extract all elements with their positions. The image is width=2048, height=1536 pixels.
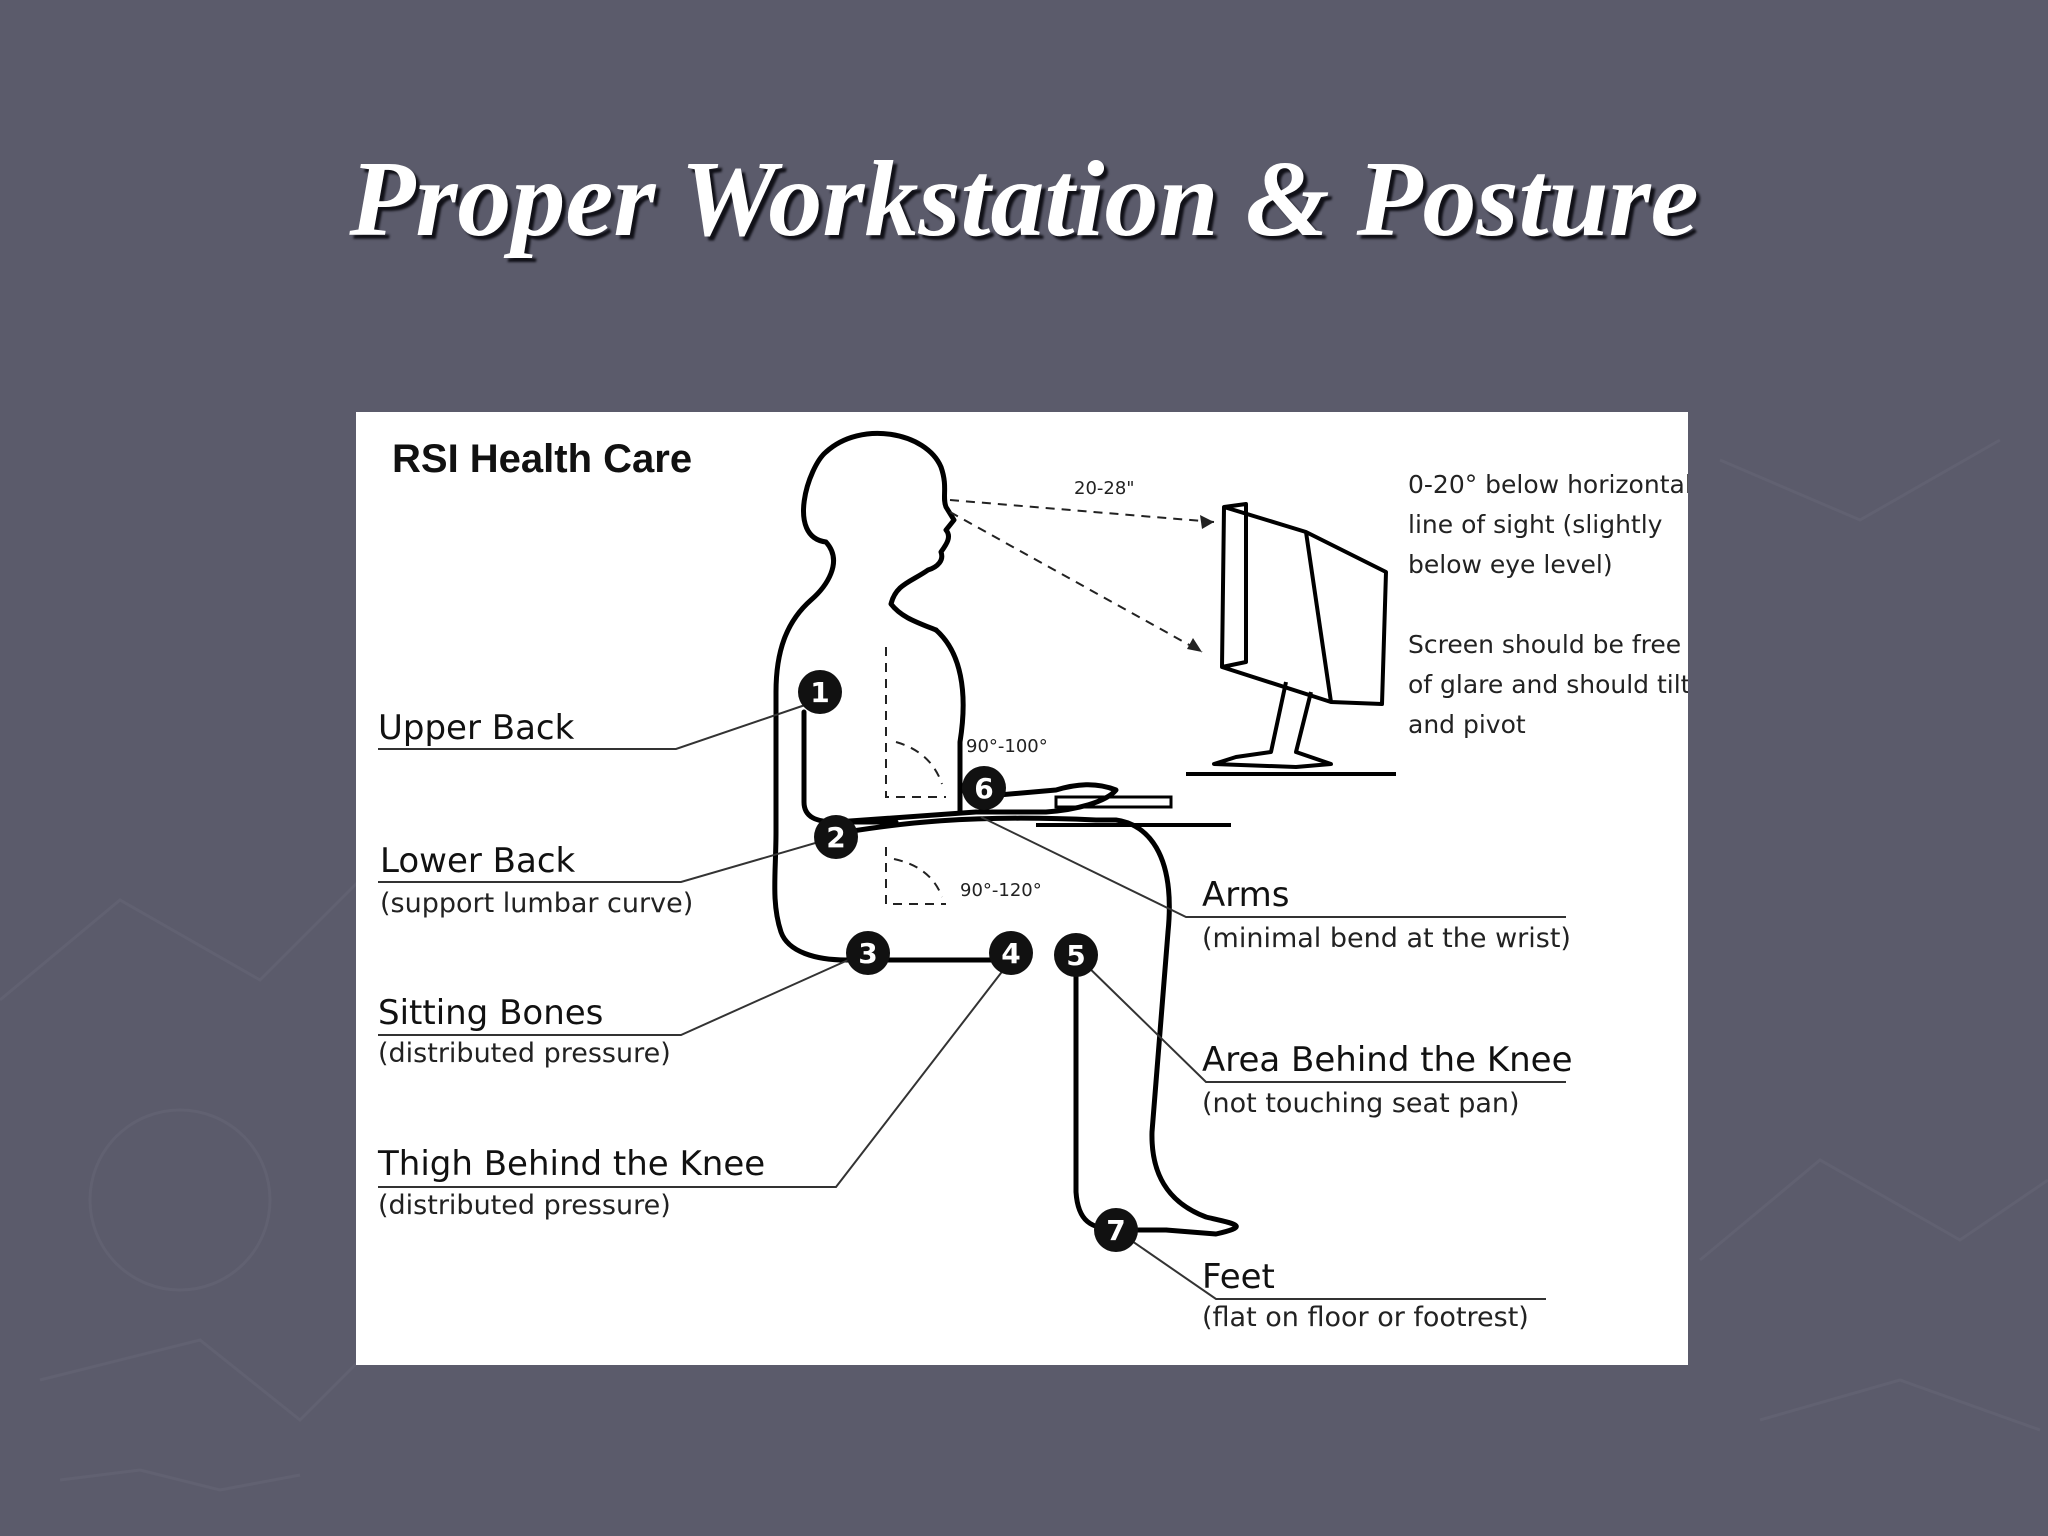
label-area-behind-knee-sub: (not touching seat pan) bbox=[1202, 1088, 1520, 1119]
marker-4: 4 bbox=[989, 931, 1033, 975]
monitor-note-line-3: below eye level) bbox=[1408, 550, 1613, 579]
left-labels: Upper Back Lower Back (support lumbar cu… bbox=[377, 708, 765, 1221]
svg-text:4: 4 bbox=[1001, 937, 1020, 970]
posture-diagram-panel: RSI Health Care 90°-100° 90°-120° bbox=[356, 412, 1688, 1365]
marker-2: 2 bbox=[814, 815, 858, 859]
diagram-brand: RSI Health Care bbox=[392, 437, 692, 481]
marker-7: 7 bbox=[1094, 1208, 1138, 1252]
monitor-note-line-1: 0-20° below horizontal bbox=[1408, 470, 1688, 499]
posture-diagram: RSI Health Care 90°-100° 90°-120° bbox=[377, 430, 1688, 1333]
screen-note-line-2: of glare and should tilt bbox=[1408, 670, 1688, 699]
slide-title: Proper Workstation & Posture bbox=[349, 140, 1699, 259]
screen-note-line-3: and pivot bbox=[1408, 710, 1526, 739]
label-upper-back: Upper Back bbox=[378, 708, 575, 748]
desk bbox=[1036, 772, 1396, 827]
label-lower-back-sub: (support lumbar curve) bbox=[380, 888, 693, 919]
label-feet-sub: (flat on floor or footrest) bbox=[1202, 1302, 1529, 1333]
monitor bbox=[1212, 502, 1388, 769]
leader-lines bbox=[378, 703, 1566, 1300]
elbow-angle-label: 90°-100° bbox=[966, 736, 1048, 757]
label-feet: Feet bbox=[1202, 1257, 1275, 1297]
label-lower-back: Lower Back bbox=[380, 841, 576, 881]
markers: 1 2 3 4 5 6 7 bbox=[798, 670, 1138, 1252]
svg-text:1: 1 bbox=[810, 676, 829, 709]
angle-guides: 90°-100° 90°-120° bbox=[885, 647, 1048, 905]
label-thigh-behind-knee: Thigh Behind the Knee bbox=[377, 1144, 765, 1184]
eye-angle-label: 20-28" bbox=[1074, 478, 1135, 499]
monitor-notes: 0-20° below horizontal line of sight (sl… bbox=[1408, 470, 1688, 739]
label-sitting-bones-sub: (distributed pressure) bbox=[378, 1038, 671, 1069]
screen-note-line-1: Screen should be free bbox=[1408, 630, 1681, 659]
svg-text:3: 3 bbox=[858, 937, 877, 970]
marker-3: 3 bbox=[846, 931, 890, 975]
marker-6: 6 bbox=[962, 766, 1006, 810]
right-labels: Arms (minimal bend at the wrist) Area Be… bbox=[1202, 875, 1573, 1333]
line-of-sight: 20-28" bbox=[949, 478, 1215, 653]
label-thigh-behind-knee-sub: (distributed pressure) bbox=[378, 1190, 671, 1221]
label-area-behind-knee: Area Behind the Knee bbox=[1202, 1040, 1573, 1080]
svg-text:7: 7 bbox=[1106, 1214, 1125, 1247]
label-arms-sub: (minimal bend at the wrist) bbox=[1202, 923, 1571, 954]
svg-text:6: 6 bbox=[974, 772, 993, 805]
marker-5: 5 bbox=[1054, 933, 1098, 977]
label-arms: Arms bbox=[1202, 875, 1289, 915]
monitor-note-line-2: line of sight (slightly bbox=[1408, 510, 1663, 539]
marker-1: 1 bbox=[798, 670, 842, 714]
svg-text:2: 2 bbox=[826, 821, 845, 854]
hip-angle-label: 90°-120° bbox=[960, 880, 1042, 901]
label-sitting-bones: Sitting Bones bbox=[378, 993, 603, 1033]
svg-text:5: 5 bbox=[1066, 939, 1085, 972]
